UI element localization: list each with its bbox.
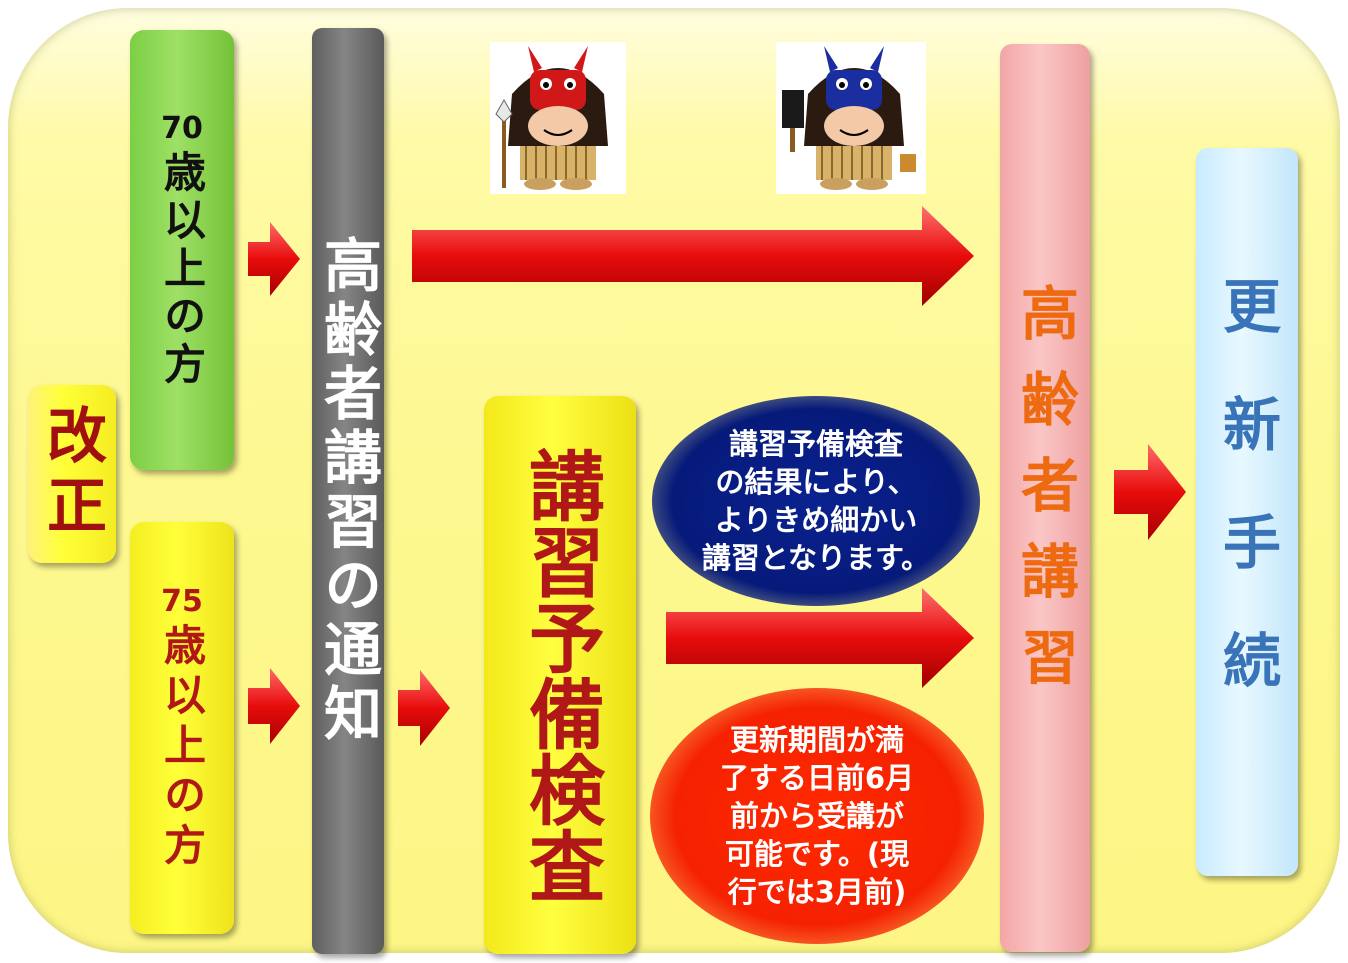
senior-course-text: 高齢者講習 <box>1011 283 1079 713</box>
arrow-course-to-renewal-icon <box>1114 444 1186 540</box>
renewal-text: 更新手続 <box>1213 276 1281 748</box>
notice-text: 高齢者講習の通知 <box>314 235 382 747</box>
age-70-number: 70 <box>161 110 203 146</box>
age-75-text: 歳以上の方 <box>157 622 207 873</box>
revision-label: 改正 <box>36 404 107 544</box>
renewal-box: 更新手続 <box>1196 148 1298 876</box>
preliminary-check-text: 講習予備検査 <box>516 447 605 903</box>
arrow-75-to-notice-icon <box>248 668 300 744</box>
arrow-notice-to-course-icon <box>412 206 974 306</box>
note-line: 講習予備検査 <box>728 427 903 461</box>
red-namahage-mascot-icon <box>490 42 626 194</box>
note-line: 可能です。(現 <box>724 837 910 871</box>
preliminary-check-box: 講習予備検査 <box>484 396 636 954</box>
arrow-check-to-course-icon <box>666 588 974 688</box>
arrow-notice-to-check-icon <box>398 670 450 746</box>
age-70-text: 歳以上の方 <box>157 149 207 390</box>
detailed-course-note: 講習予備検査 の結果により、 よりきめ細かい 講習となります。 <box>652 396 980 606</box>
attendance-period-note: 更新期間が満 了する日前6月 前から受講が 可能です。(現 行では3月前) <box>650 688 984 944</box>
note-line: の結果により、 <box>715 465 917 499</box>
age-75-number: 75 <box>161 583 203 619</box>
revision-label-box: 改正 <box>28 385 116 563</box>
age-75-box: 75 歳以上の方 <box>130 522 234 934</box>
senior-course-box: 高齢者講習 <box>1000 44 1090 952</box>
age-70-box: 70 歳以上の方 <box>130 30 234 470</box>
note-line: 了する日前6月 <box>719 761 915 795</box>
blue-namahage-mascot-icon <box>776 42 926 194</box>
arrow-70-to-notice-icon <box>248 222 300 296</box>
note-line: 更新期間が満 <box>729 723 904 757</box>
note-line: 前から受講が <box>729 799 904 833</box>
note-line: 講習となります。 <box>701 541 931 575</box>
note-line: よりきめ細かい <box>714 503 918 537</box>
note-line: 行では3月前) <box>727 875 907 909</box>
notice-box: 高齢者講習の通知 <box>312 28 384 954</box>
